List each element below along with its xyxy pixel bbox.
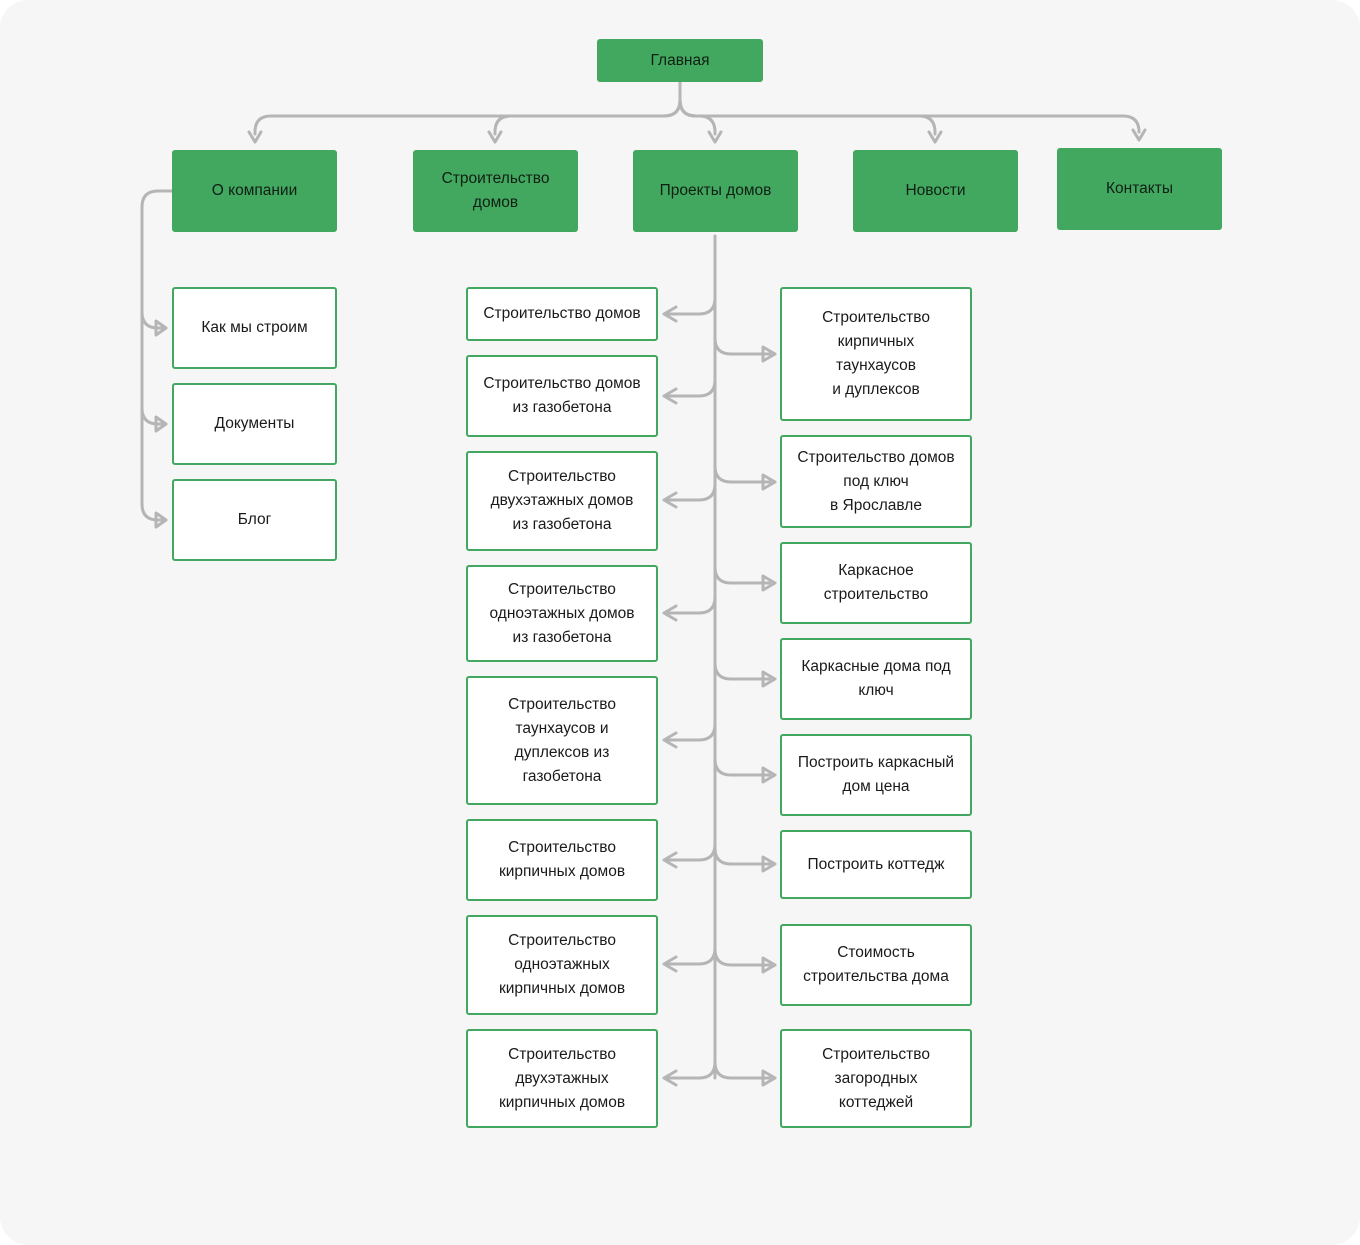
node-about-blog[interactable]: Блог (172, 479, 337, 561)
node-projects-right-7[interactable]: Стоимость строительства дома (780, 924, 972, 1006)
arrowhead-about (247, 130, 263, 144)
node-projects-left-8[interactable]: Строительство двухэтажных кирпичных домо… (466, 1029, 658, 1128)
node-projects-left-3[interactable]: Строительство двухэтажных домов из газоб… (466, 451, 658, 551)
connector-projects-left-1 (666, 296, 717, 316)
connector-projects-right-4 (713, 661, 772, 681)
node-projects-right-5[interactable]: Построить каркасный дом цена (780, 734, 972, 816)
arrowhead-news (927, 130, 943, 144)
connector-projects-left-3 (666, 482, 717, 502)
connector-projects-left-4 (666, 595, 717, 615)
connector-projects-left-5 (666, 722, 717, 742)
arrowhead-projects-right-3 (761, 574, 777, 592)
connector-root-to-construction (493, 98, 682, 136)
arrowhead-contacts (1131, 128, 1147, 142)
connector-projects-left-2 (666, 378, 717, 398)
connector-projects-right-7 (713, 947, 772, 967)
node-section-contacts[interactable]: Контакты (1057, 148, 1222, 230)
arrowhead-projects (707, 130, 723, 144)
node-projects-right-6[interactable]: Построить коттедж (780, 830, 972, 899)
node-section-about[interactable]: О компании (172, 150, 337, 232)
connector-about-child-1 (140, 310, 164, 330)
node-projects-right-3[interactable]: Каркасное строительство (780, 542, 972, 624)
connector-projects-right-1 (713, 336, 772, 356)
node-projects-left-7[interactable]: Строительство одноэтажных кирпичных домо… (466, 915, 658, 1015)
arrowhead-about-child-2 (154, 415, 168, 433)
connector-projects-right-5 (713, 757, 772, 777)
node-section-construction[interactable]: Строительство домов (413, 150, 578, 232)
arrowhead-projects-right-4 (761, 670, 777, 688)
arrowhead-projects-left-6 (662, 851, 678, 869)
node-section-projects[interactable]: Проекты домов (633, 150, 798, 232)
arrowhead-projects-left-8 (662, 1069, 678, 1087)
node-projects-left-6[interactable]: Строительство кирпичных домов (466, 819, 658, 901)
arrowhead-projects-right-6 (761, 855, 777, 873)
arrowhead-construction (487, 130, 503, 144)
node-projects-left-5[interactable]: Строительство таунхаусов и дуплексов из … (466, 676, 658, 805)
node-projects-right-1[interactable]: Строительство кирпичных таунхаусов и дуп… (780, 287, 972, 421)
arrowhead-projects-left-5 (662, 731, 678, 749)
arrowhead-projects-right-1 (761, 345, 777, 363)
arrowhead-projects-right-2 (761, 473, 777, 491)
node-about-how-we-build[interactable]: Как мы строим (172, 287, 337, 369)
connector-about-child-2 (140, 406, 164, 426)
node-projects-left-2[interactable]: Строительство домов из газобетона (466, 355, 658, 437)
connector-about-trunk (140, 189, 174, 506)
connector-projects-right-2 (713, 464, 772, 484)
node-projects-right-4[interactable]: Каркасные дома под ключ (780, 638, 972, 720)
arrowhead-about-child-3 (154, 511, 168, 529)
connector-projects-right-6 (713, 846, 772, 866)
arrowhead-projects-left-3 (662, 491, 678, 509)
node-projects-left-4[interactable]: Строительство одноэтажных домов из газоб… (466, 565, 658, 662)
arrowhead-projects-left-4 (662, 604, 678, 622)
arrowhead-projects-left-7 (662, 955, 678, 973)
connector-about-child-3 (140, 502, 164, 522)
node-about-documents[interactable]: Документы (172, 383, 337, 465)
arrowhead-projects-left-2 (662, 387, 678, 405)
arrowhead-projects-right-5 (761, 766, 777, 784)
node-projects-left-1[interactable]: Строительство домов (466, 287, 658, 341)
node-projects-right-8[interactable]: Строительство загородных коттеджей (780, 1029, 972, 1128)
node-root-home[interactable]: Главная (597, 39, 763, 82)
node-projects-right-2[interactable]: Строительство домов под ключ в Ярославле (780, 435, 972, 528)
connector-projects-right-3 (713, 565, 772, 585)
connector-root-to-contacts (678, 98, 1141, 134)
connector-projects-right-8 (713, 1060, 772, 1080)
arrowhead-projects-left-1 (662, 305, 678, 323)
arrowhead-projects-right-8 (761, 1069, 777, 1087)
arrowhead-about-child-1 (154, 319, 168, 337)
node-section-news[interactable]: Новости (853, 150, 1018, 232)
arrowhead-projects-right-7 (761, 956, 777, 974)
